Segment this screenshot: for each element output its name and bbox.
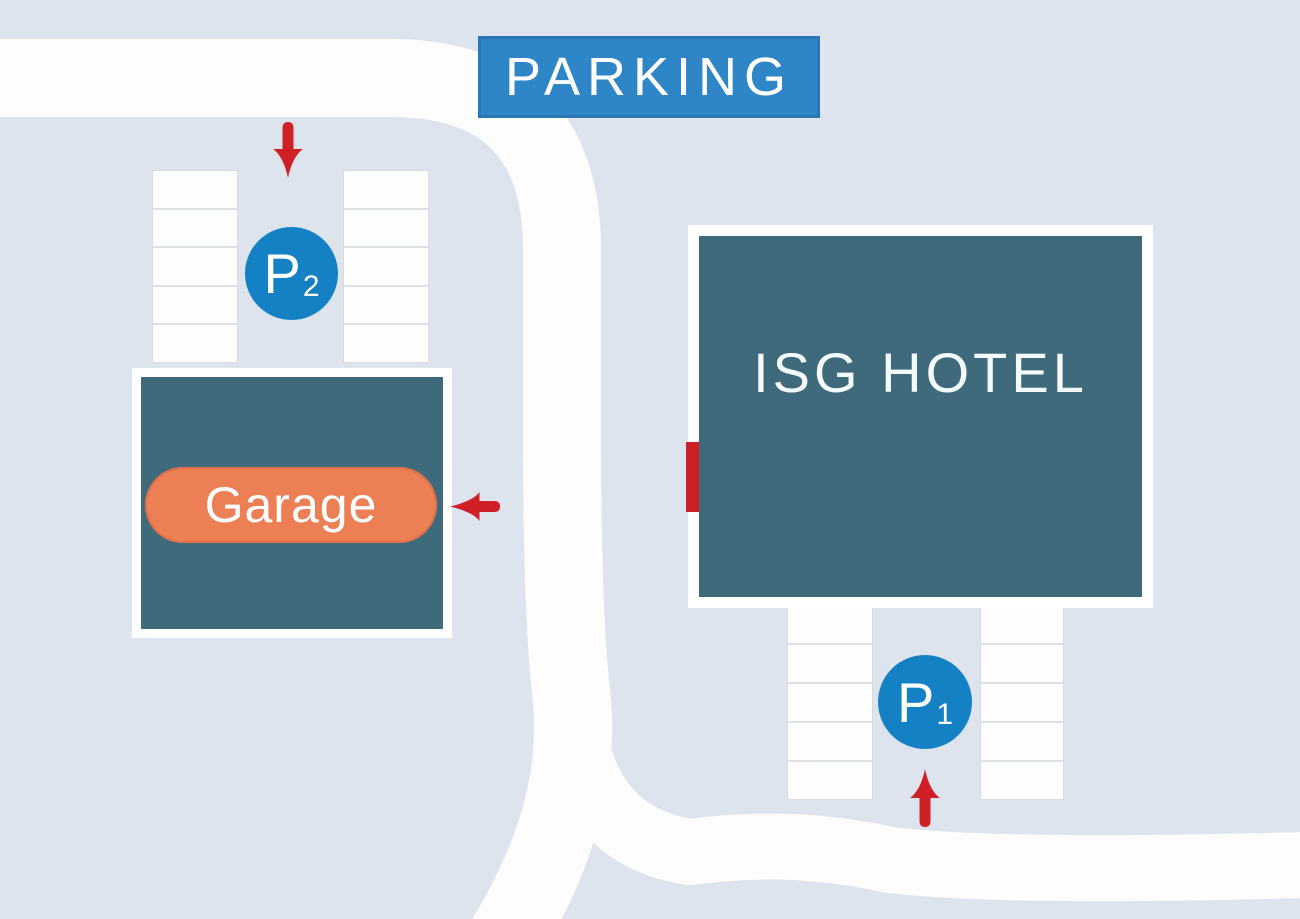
hotel-building-fill: ISG HOTEL: [699, 236, 1142, 597]
hotel-entrance-marker: [686, 442, 699, 512]
parking-stall: [788, 606, 872, 645]
parking-stall: [344, 210, 428, 249]
p2-stall-column-right: [343, 170, 429, 363]
parking-stall: [344, 171, 428, 210]
arrow-down-icon: [273, 122, 303, 178]
parking-stall: [788, 645, 872, 684]
parking-banner-label: PARKING: [504, 47, 794, 107]
p2-badge-number: 2: [302, 269, 320, 303]
parking-stall: [981, 684, 1063, 723]
parking-stall: [153, 248, 237, 287]
road-bottom: [543, 736, 1300, 902]
parking-stall: [344, 325, 428, 362]
p1-stall-column-left: [787, 605, 873, 800]
p1-stall-column-right: [980, 605, 1064, 800]
p2-stall-column-left: [152, 170, 238, 363]
p1-badge-number: 1: [936, 698, 954, 731]
parking-stall: [153, 171, 237, 210]
parking-stall: [153, 325, 237, 362]
hotel-label: ISG HOTEL: [753, 341, 1088, 404]
parking-stall: [981, 606, 1063, 645]
parking-stall: [788, 762, 872, 799]
p1-badge-letter: P: [896, 670, 935, 734]
hotel-building: ISG HOTEL: [688, 225, 1153, 608]
parking-stall: [344, 287, 428, 326]
garage-label-pill: Garage: [145, 467, 437, 543]
arrow-up-icon: [910, 769, 940, 827]
parking-stall: [981, 762, 1063, 799]
parking-stall: [981, 723, 1063, 762]
garage-label: Garage: [204, 477, 378, 533]
parking-stall: [153, 210, 237, 249]
p2-badge-letter: P: [263, 242, 301, 305]
parking-stall: [981, 645, 1063, 684]
road-shoulder: [602, 888, 1300, 919]
parking-stall: [344, 248, 428, 287]
parking-stall: [153, 287, 237, 326]
parking-stall: [788, 723, 872, 762]
arrow-left-icon: [450, 492, 500, 521]
parking-banner: PARKING: [478, 36, 820, 118]
parking-stall: [788, 684, 872, 723]
